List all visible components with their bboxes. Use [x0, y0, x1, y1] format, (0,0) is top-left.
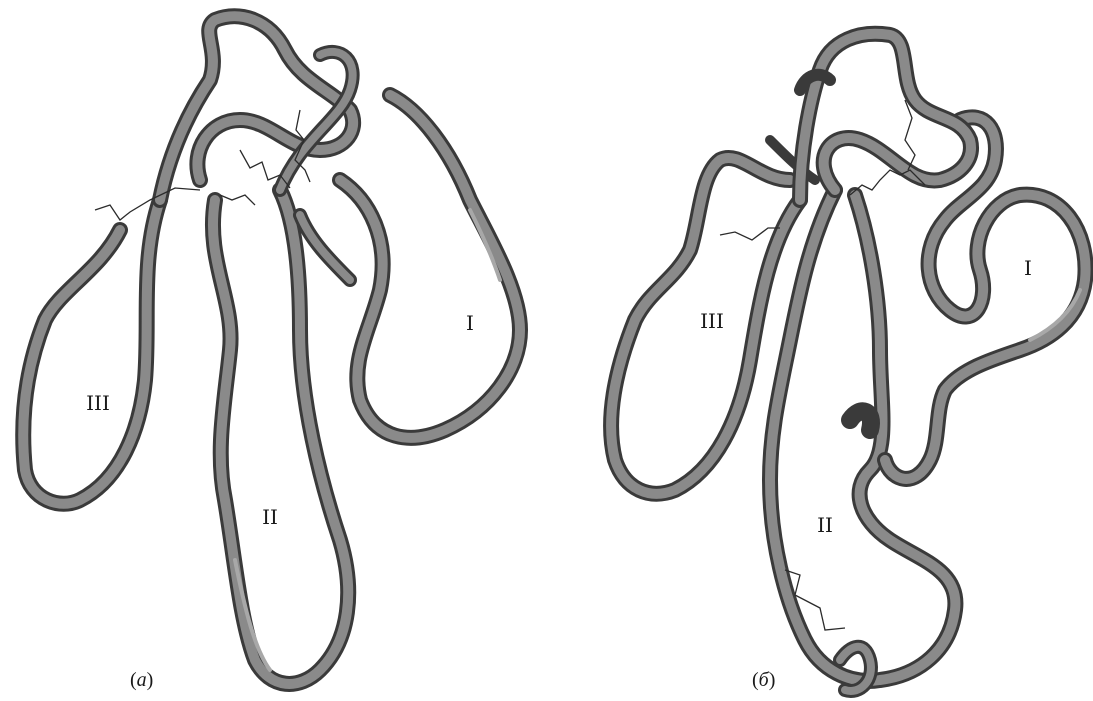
panel-a-caption: (a): [130, 669, 153, 691]
panel-a-loop-label-iii: III: [86, 391, 110, 415]
panel-a: III II I (a): [23, 16, 520, 691]
panel-b-loop-label-ii: II: [817, 513, 833, 537]
panel-a-loop-label-i: I: [466, 311, 474, 335]
panel-a-loop-i-ribbon: [340, 95, 520, 438]
panel-b-loop-label-i: I: [1024, 256, 1032, 280]
panel-b: III II I (б): [611, 34, 1085, 691]
panel-a-top-knot: [160, 16, 353, 280]
panel-a-loop-label-ii: II: [262, 505, 278, 529]
panel-b-loop-label-iii: III: [700, 309, 724, 333]
panel-b-caption: (б): [752, 669, 775, 691]
panel-a-loop-iii-ribbon: [23, 200, 160, 504]
